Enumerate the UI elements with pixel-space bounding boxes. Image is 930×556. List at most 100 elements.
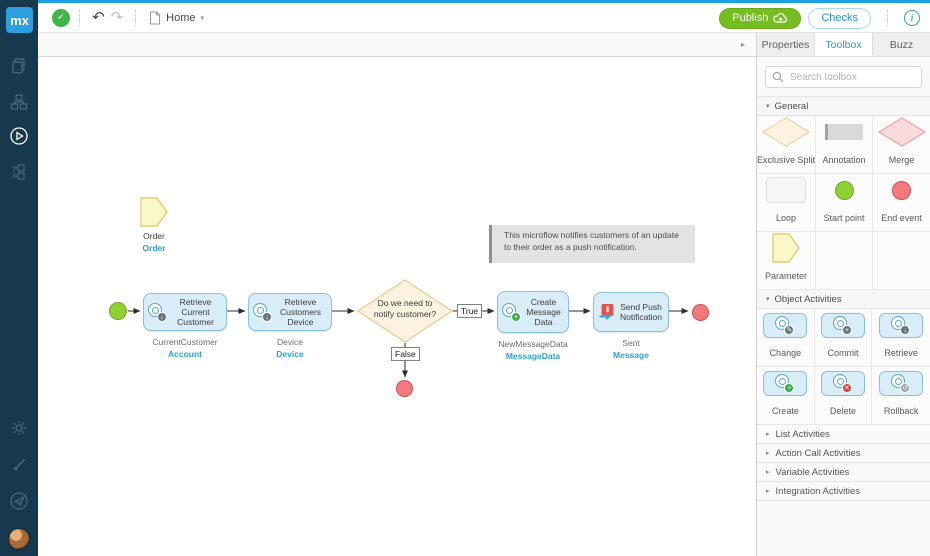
panel-tabs: Properties Toolbox Buzz (757, 33, 930, 57)
parameter-entity: Order (142, 243, 166, 254)
toolbox-item-loop[interactable]: Loop (757, 174, 817, 232)
chevron-down-icon: ▾ (766, 296, 770, 303)
activity-retrieve-customers-device[interactable]: ↓ Retrieve Customers Device (248, 293, 332, 331)
toolbox-item-retrieve[interactable]: ↓ Retrieve (872, 309, 930, 367)
app-structure-icon (13, 164, 25, 180)
retrieve-shape: ↓ (879, 312, 924, 338)
redo-button[interactable]: ↷ (110, 9, 124, 26)
start-event[interactable] (109, 302, 127, 320)
create-icon: + (775, 373, 795, 393)
section-header-variable-activities[interactable]: ▸ Variable Activities (757, 463, 930, 482)
activity-caption: Retrieve Current Customer (177, 296, 214, 328)
end-event-false-path[interactable] (396, 380, 413, 397)
sync-status-icon[interactable]: ✓ (52, 8, 70, 27)
entity-name: Device (276, 349, 304, 360)
variable-name: Sent (622, 338, 640, 348)
sidebar-item-theme[interactable] (9, 455, 29, 475)
toolbox-item-exclusive-split[interactable]: Exclusive Split (757, 116, 817, 174)
canvas-header-strip: ▸ (38, 33, 756, 57)
toolbox-item-end-event[interactable]: End event (873, 174, 930, 232)
decision-notify-customer[interactable] (357, 279, 453, 343)
activity-caption: Send Push Notification (619, 301, 663, 322)
toolbox-item-start-point[interactable]: Start point (816, 174, 874, 232)
sidebar-item-domain-model[interactable] (9, 92, 29, 112)
section-header-object-activities[interactable]: ▾ Object Activities (757, 290, 930, 309)
end-event-shape (892, 180, 911, 200)
tab-toolbox[interactable]: Toolbox (815, 33, 873, 56)
toolbox-item-label: End event (881, 213, 922, 223)
info-button[interactable]: i (904, 10, 920, 26)
chevron-right-icon: ▸ (766, 488, 770, 495)
toolbox-item-merge[interactable]: Merge (873, 116, 930, 174)
publish-label: Publish (732, 12, 769, 24)
microflow-diagram: Order Order This microflow notifies cust… (38, 58, 756, 556)
paintbrush-icon (13, 459, 25, 471)
parameter-order[interactable] (140, 197, 168, 227)
parameter-shape (772, 233, 800, 263)
annotation-note[interactable]: This microflow notifies customers of an … (489, 225, 695, 263)
toolbox-item-commit[interactable]: + Commit (814, 309, 873, 367)
document-switcher[interactable]: Home ▾ (149, 10, 204, 25)
delete-icon: ✕ (832, 373, 853, 393)
end-event[interactable] (692, 304, 709, 321)
section-header-general[interactable]: ▾ General (757, 97, 930, 116)
sidebar-item-settings[interactable] (9, 418, 29, 438)
section-header-action-call-activities[interactable]: ▸ Action Call Activities (757, 444, 930, 463)
cloud-upload-icon (773, 13, 788, 23)
toolbox-search-input[interactable] (765, 66, 922, 88)
activity-retrieve-current-customer[interactable]: ↓ Retrieve Current Customer (143, 293, 227, 331)
sidebar-item-app-structure[interactable] (9, 162, 29, 182)
pages-icon (12, 58, 25, 74)
toolbox-item-label: Parameter (765, 271, 808, 281)
document-title: Home (166, 11, 196, 24)
section-title: General (774, 100, 809, 112)
section-header-integration-activities[interactable]: ▸ Integration Activities (757, 482, 930, 501)
change-shape: ✎ (763, 312, 808, 338)
toolbox-item-parameter[interactable]: Parameter (757, 232, 817, 290)
empty-cell (816, 232, 874, 290)
tab-buzz[interactable]: Buzz (873, 33, 930, 56)
false-flow-label: False (391, 347, 420, 361)
sidebar-item-pages[interactable] (9, 56, 29, 76)
toolbox-item-label: Merge (888, 155, 915, 165)
user-avatar[interactable] (8, 528, 30, 550)
toolbox-item-rollback[interactable]: ↺ Rollback (872, 367, 930, 425)
activity-caption: Retrieve Customers Device (279, 296, 322, 328)
panel-collapse-icon[interactable]: ▸ (740, 40, 745, 49)
activity-create-message-data[interactable]: + Create Message Data (497, 291, 569, 333)
microflow-canvas[interactable]: ▸ (38, 33, 756, 556)
left-sidebar: mx (0, 0, 38, 556)
toolbox-item-create[interactable]: + Create (757, 367, 815, 425)
sidebar-item-feedback[interactable] (9, 491, 29, 511)
checks-button[interactable]: Checks (808, 7, 871, 29)
activity-send-push-notification[interactable]: Send Push Notification (593, 292, 669, 332)
create-shape: + (763, 370, 808, 396)
section-title: Action Call Activities (775, 447, 861, 459)
toolbox-item-annotation[interactable]: Annotation (816, 116, 874, 174)
search-icon (772, 71, 784, 83)
undo-button[interactable]: ↶ (92, 9, 105, 26)
tab-properties[interactable]: Properties (757, 33, 815, 56)
delete-shape: ✕ (820, 370, 865, 396)
mendix-logo[interactable]: mx (6, 7, 33, 33)
toolbar-right-group: Publish Checks i (719, 3, 920, 33)
publish-button[interactable]: Publish (719, 7, 802, 29)
parameter-label: Order Order (104, 230, 204, 255)
rollback-icon: ↺ (891, 373, 911, 393)
top-accent-bar (38, 0, 930, 3)
toolbox-item-change[interactable]: ✎ Change (757, 309, 815, 367)
section-title: Object Activities (774, 293, 842, 305)
variable-name: NewMessageData (498, 339, 568, 349)
object-activities-grid: ✎ Change + Commit ↓ Retrieve + Create ✕ … (757, 309, 930, 425)
sidebar-item-microflows[interactable] (9, 126, 29, 146)
top-toolbar: ✓ ↶ ↷ Home ▾ Publish Checks i (38, 3, 930, 33)
entity-name: Message (613, 350, 649, 361)
section-header-list-activities[interactable]: ▸ List Activities (757, 425, 930, 444)
variable-name: Device (277, 337, 303, 347)
merge-shape (877, 117, 926, 147)
empty-cell (873, 232, 930, 290)
toolbox-search-row (757, 57, 930, 97)
toolbox-item-delete[interactable]: ✕ Delete (814, 367, 873, 425)
toolbox-item-label: Create (771, 406, 799, 416)
